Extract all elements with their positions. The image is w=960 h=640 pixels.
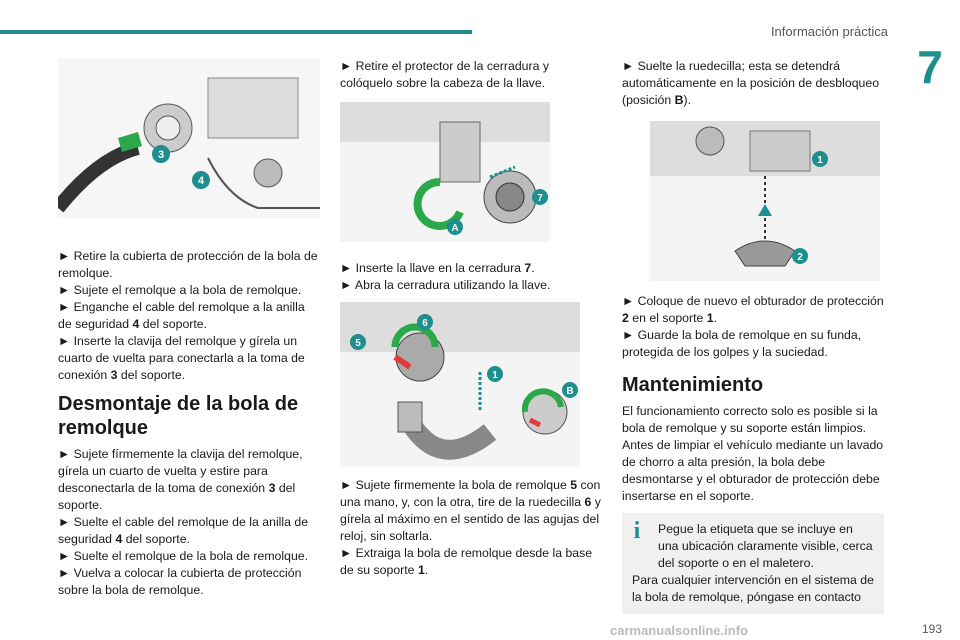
step-text: ► Guarde la bola de remolque en su funda… — [622, 328, 862, 359]
fig2-label-7: 7 — [537, 193, 543, 204]
info-icon: i — [633, 518, 641, 544]
section-heading: Mantenimiento — [622, 374, 764, 396]
illustration-trailer-plug: 3 4 — [58, 58, 320, 218]
step-text: ► Inserte la clavija del remolque y gíre… — [58, 334, 305, 382]
step-text: ► Sujete fírmemente la clavija del remol… — [58, 447, 303, 512]
column-2: ► Retire el protector de la cerradura y … — [340, 58, 602, 579]
step-text: ► Sujete el remolque a la bola de remolq… — [58, 283, 302, 297]
step-text: ► Retire la cubierta de protección de la… — [58, 249, 318, 280]
fig4-label-2: 2 — [797, 252, 803, 263]
fig3-label-6: 6 — [422, 318, 428, 329]
fig3-label-b: B — [566, 386, 573, 397]
step-text: ► Enganche el cable del remolque a la an… — [58, 300, 305, 331]
step-text: ► Inserte la llave en la cerradura 7. — [340, 261, 535, 275]
step-text: ► Suelte el remolque de la bola de remol… — [58, 549, 309, 563]
step-text: ► Abra la cerradura utilizando la llave. — [340, 278, 551, 292]
section-heading: Desmontaje de la bola de remolque — [58, 393, 299, 439]
step-text: ► Retire el protector de la cerradura y … — [340, 59, 550, 90]
watermark: carmanualsonline.info — [610, 623, 748, 638]
fig2-label-a: A — [451, 223, 458, 234]
illustration-remove-ball: 6 5 1 B — [340, 302, 580, 467]
info-box: i Pegue la etiqueta que se incluye en un… — [622, 513, 884, 614]
fig3-label-1: 1 — [492, 370, 498, 381]
step-text: ► Coloque de nuevo el obturador de prote… — [622, 294, 884, 325]
section-title: Información práctica — [770, 24, 888, 39]
page-number: 193 — [921, 622, 942, 636]
info-text: Pegue la etiqueta que se incluye en una … — [658, 522, 873, 570]
step-text: ► Suelte la ruedecilla; esta se detendrá… — [622, 59, 880, 107]
step-text: ► Vuelva a colocar la cubierta de protec… — [58, 566, 302, 597]
step-text: ► Sujete firmemente la bola de remolque … — [340, 478, 601, 543]
fig1-label-3: 3 — [158, 149, 164, 161]
fig3-label-5: 5 — [355, 338, 361, 349]
column-3: ► Suelte la ruedecilla; esta se detendrá… — [622, 58, 884, 614]
info-text: Para cualquier intervención en el sistem… — [632, 573, 874, 604]
paragraph: El funcionamiento correcto solo es posib… — [622, 404, 884, 503]
fig4-label-1: 1 — [817, 155, 823, 166]
fig1-label-4: 4 — [198, 175, 205, 187]
step-text: ► Extraiga la bola de remolque desde la … — [340, 546, 593, 577]
illustration-protection-cap: 1 2 — [650, 121, 880, 281]
chapter-number: 7 — [917, 41, 943, 93]
illustration-lock-key: 7 A — [340, 102, 550, 242]
step-text: ► Suelte el cable del remolque de la ani… — [58, 515, 309, 546]
column-1: 3 4 ► Retire la cubierta de protección d… — [58, 58, 320, 599]
header-accent-bar — [0, 30, 472, 34]
